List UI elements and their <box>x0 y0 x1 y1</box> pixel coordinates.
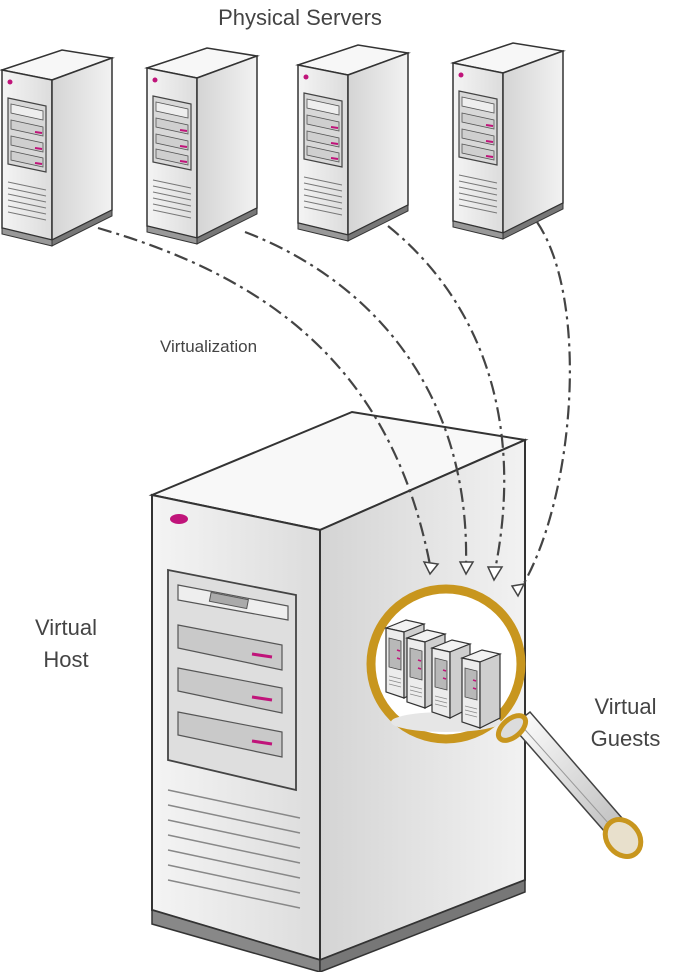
arrow-head-2 <box>458 561 475 576</box>
virtualization-label: Virtualization <box>160 337 258 356</box>
physical-server-2 <box>146 47 258 245</box>
physical-server-1 <box>1 49 113 247</box>
dashed-arrow-2 <box>244 230 468 566</box>
virtualization-arrows <box>97 221 571 591</box>
physical-servers-label: Physical Servers <box>218 5 382 30</box>
virtual-guests-label-line-2: Guests <box>590 726 661 751</box>
physical-server-4 <box>452 42 564 240</box>
arrow-heads <box>422 561 526 598</box>
dashed-arrow-3 <box>387 225 506 571</box>
arrow-head-4 <box>510 583 526 598</box>
virtual-host-label: Virtual Host <box>26 612 106 676</box>
arrow-head-1 <box>422 561 440 576</box>
virtual-guests-label: Virtual Guests <box>578 691 673 755</box>
virtual-guests-label-line-1: Virtual <box>594 694 657 719</box>
physical-server-3 <box>297 44 409 242</box>
virtual-host-label-line-2: Host <box>43 647 89 672</box>
virtual-guest-4 <box>461 649 501 729</box>
arrow-head-3 <box>486 566 504 582</box>
virtual-host-server <box>148 410 529 972</box>
dashed-arrow-4 <box>519 221 571 591</box>
virtual-host-label-line-1: Virtual <box>35 615 97 640</box>
